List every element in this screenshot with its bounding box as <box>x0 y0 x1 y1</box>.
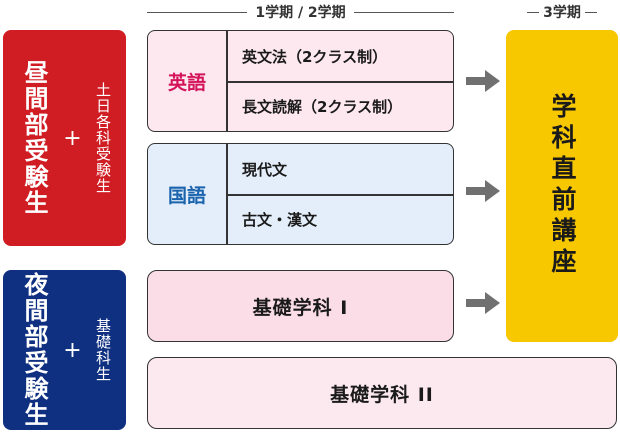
term3-header: 3学期 <box>506 0 618 24</box>
japanese-item-classical: 古文・漢文 <box>242 210 318 229</box>
basic-science-1: 基礎学科 I <box>147 270 454 342</box>
english-item-reading: 長文読解（2クラス制） <box>242 97 403 116</box>
term3-final-course: 学科直前講座 <box>506 30 618 342</box>
header-rule-left <box>147 11 248 13</box>
plus-sign: + <box>63 337 82 363</box>
header-rule-right <box>584 11 597 13</box>
header-rule-right <box>353 11 454 13</box>
english-group: 英語 英文法（2クラス制） 長文読解（2クラス制） <box>147 30 454 132</box>
english-item-grammar: 英文法（2クラス制） <box>242 47 388 66</box>
category-night: 夜間部受験生 + 基礎科生 <box>3 270 126 430</box>
japanese-item-modern: 現代文 <box>242 160 288 179</box>
category-daytime: 昼間部受験生 + 土日各科受験生 <box>3 30 126 246</box>
category-daytime-main: 昼間部受験生 <box>20 60 48 216</box>
japanese-group: 国語 現代文 古文・漢文 <box>147 143 454 245</box>
english-label: 英語 <box>167 71 206 94</box>
term12-header: 1学期 / 2学期 <box>147 0 454 24</box>
header-rule-left <box>527 11 540 13</box>
plus-sign: + <box>63 125 82 151</box>
term12-label: 1学期 / 2学期 <box>255 5 346 21</box>
category-daytime-sub: 土日各科受験生 <box>94 82 112 194</box>
term3-final-course-label: 学科直前講座 <box>548 93 577 279</box>
arrow-right-icon <box>466 292 500 314</box>
group-divider <box>226 31 228 131</box>
japanese-label: 国語 <box>167 184 206 207</box>
arrow-right-icon <box>466 180 500 202</box>
group-divider <box>226 144 228 244</box>
basic-science-2: 基礎学科 II <box>147 357 617 429</box>
category-night-sub: 基礎科生 <box>94 318 112 382</box>
row-divider <box>227 81 453 83</box>
term3-label: 3学期 <box>543 5 581 21</box>
category-night-main: 夜間部受験生 <box>20 272 48 428</box>
row-divider <box>227 194 453 196</box>
arrow-right-icon <box>466 70 500 92</box>
